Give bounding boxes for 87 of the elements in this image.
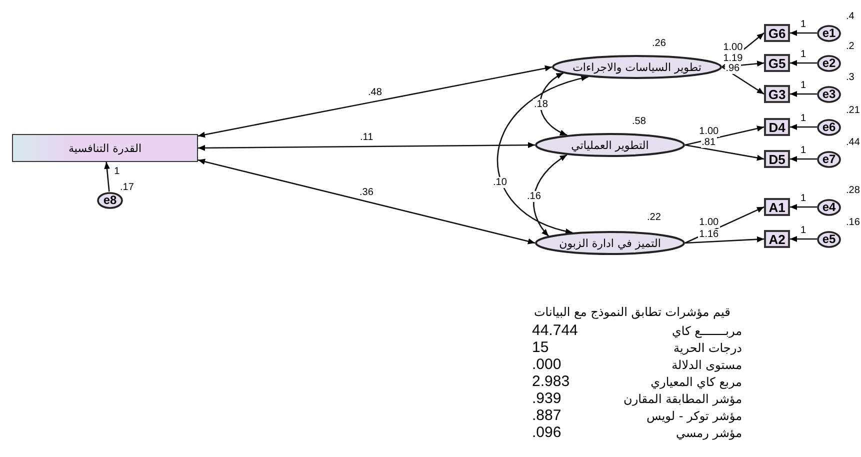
fit-index-value: 15 <box>532 340 549 356</box>
fit-index-name: مربع كاي المعياري <box>650 375 742 389</box>
arrow <box>722 66 764 95</box>
variance-label: .3 <box>846 72 854 83</box>
arrow <box>790 124 817 130</box>
error-circle: e1 <box>817 24 841 42</box>
arrow <box>722 32 764 68</box>
table-title: قيم مؤشرات تطابق النموذج مع البيانات <box>534 305 730 319</box>
arrow <box>722 60 764 68</box>
fit-index-name: درجات الحرية <box>674 341 742 355</box>
fit-index-name: مؤشر المطابقة المقارن <box>624 392 742 406</box>
variance-label: .17 <box>120 182 134 193</box>
edge-label: .10 <box>492 177 508 188</box>
arrow <box>790 91 817 97</box>
variance-label: .2 <box>846 41 854 52</box>
error-circle: e8 <box>97 192 123 208</box>
arrow <box>684 144 764 161</box>
arrow <box>684 236 764 244</box>
construct-box: القدرة التنافسية <box>12 134 198 162</box>
edge-label: .36 <box>358 186 374 198</box>
latent-ellipse: تطوير السياسات والاجراءات <box>552 55 722 79</box>
fit-index-name: مؤشر رمسي <box>676 426 742 440</box>
edge-label: 1 <box>800 80 808 91</box>
variance-label: .26 <box>652 38 666 49</box>
arrow <box>790 60 817 66</box>
arrow <box>540 72 568 136</box>
fit-index-value: .000 <box>532 357 562 373</box>
indicator-box: A1 <box>764 198 790 216</box>
edge-label: .81 <box>700 136 717 148</box>
edge-label: 1 <box>800 193 808 204</box>
fit-index-value: 44.744 <box>532 323 578 339</box>
variance-label: .21 <box>846 105 860 116</box>
variance-label: .22 <box>647 212 661 223</box>
edge-label: 1.16 <box>698 228 720 240</box>
fit-index-name: مربـــــــع كاي <box>672 324 742 338</box>
indicator-box: A2 <box>764 230 790 248</box>
error-circle: e3 <box>817 86 841 102</box>
fit-index-value: 2.983 <box>532 374 570 390</box>
fit-index-value: .939 <box>532 391 562 407</box>
indicator-box: G3 <box>764 85 790 103</box>
latent-ellipse: التطوير العملياتي <box>535 133 685 157</box>
edge-label: 1 <box>800 225 808 236</box>
fit-index-name: مستوى الدلالة <box>672 358 742 372</box>
arrow <box>790 156 817 162</box>
edge-label: 1 <box>800 113 808 124</box>
edge-label: .18 <box>533 99 549 110</box>
indicator-box: D4 <box>764 118 790 136</box>
edge-label: 1 <box>800 49 808 60</box>
edge-label: 1 <box>800 19 808 30</box>
arrow <box>198 158 536 244</box>
error-circle: e4 <box>817 198 841 216</box>
fit-index-value: .887 <box>532 408 562 424</box>
edge-label: 1.19 <box>722 52 744 64</box>
error-circle: e6 <box>817 118 841 136</box>
variance-label: .16 <box>846 217 860 228</box>
edge-label: 1.00 <box>722 42 744 54</box>
arrow <box>104 162 110 192</box>
error-circle: e2 <box>817 54 841 72</box>
indicator-box: G5 <box>764 54 790 72</box>
edge-label: .11 <box>359 132 374 142</box>
arrow <box>790 30 817 36</box>
arrow <box>198 65 552 138</box>
error-circle: e7 <box>817 150 841 168</box>
latent-ellipse: التميز في ادارة الزبون <box>535 231 685 255</box>
arrow <box>496 76 588 234</box>
arrow <box>790 236 817 242</box>
edge-label: 1 <box>113 166 121 177</box>
indicator-box: G6 <box>764 24 790 42</box>
variance-label: .4 <box>846 11 854 22</box>
arrow <box>790 204 817 210</box>
indicator-box: D5 <box>764 150 790 168</box>
edge-label: 1.00 <box>698 126 720 137</box>
edge-label: .16 <box>526 191 542 202</box>
edge-label: .96 <box>724 63 741 74</box>
arrow <box>198 142 535 151</box>
error-circle: e5 <box>817 230 841 248</box>
fit-index-name: مؤشر توكر - لويس <box>646 409 742 423</box>
arrow <box>533 154 568 237</box>
variance-label: .58 <box>632 116 646 127</box>
edge-label: 1 <box>800 145 808 156</box>
variance-label: .28 <box>846 185 860 196</box>
edge-label: .48 <box>367 86 383 98</box>
fit-index-value: .096 <box>532 425 562 441</box>
variance-label: .44 <box>846 137 860 148</box>
arrow <box>684 206 764 244</box>
arrow <box>684 125 764 146</box>
edge-label: 1.00 <box>698 217 720 228</box>
